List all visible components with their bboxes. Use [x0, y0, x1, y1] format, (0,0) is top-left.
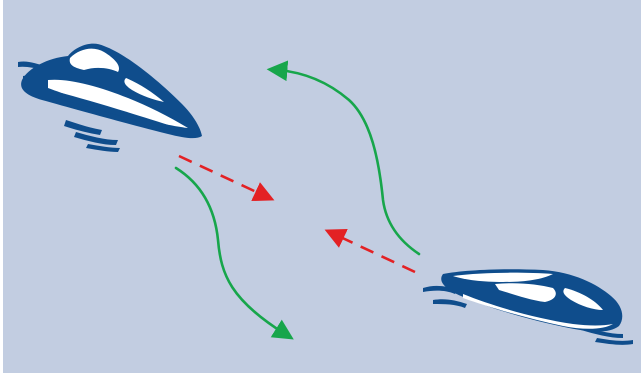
- boat-passing-diagram: [3, 0, 641, 373]
- diagram-panel: [3, 0, 641, 373]
